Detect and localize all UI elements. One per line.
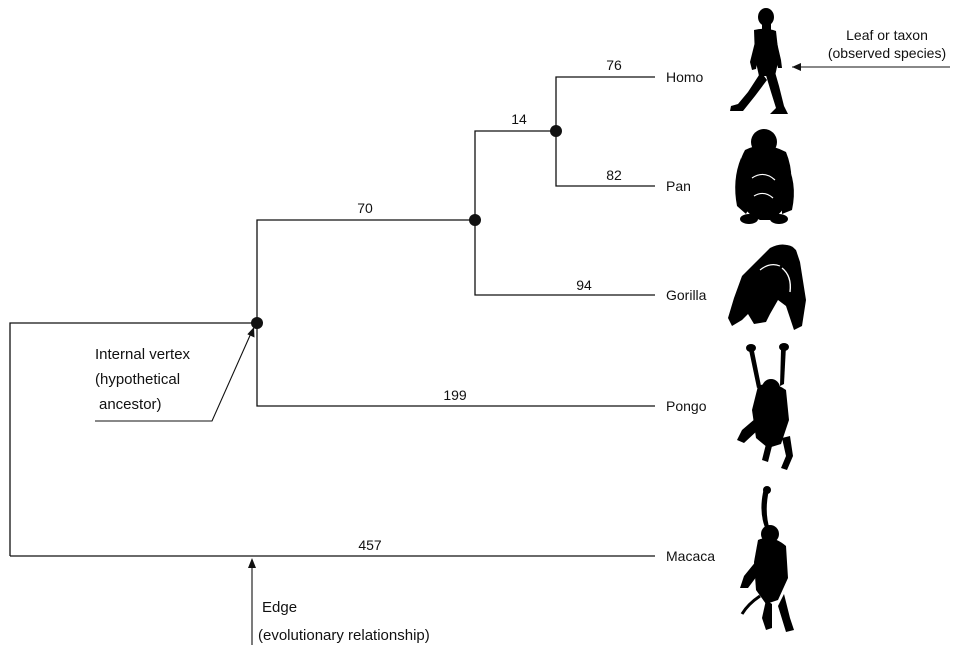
leaf-label-macaca: Macaca bbox=[666, 548, 715, 564]
leaf-labels: Homo Pan Gorilla Pongo Macaca bbox=[666, 69, 715, 564]
edge-african-ape-ancestor bbox=[257, 220, 475, 323]
edge-annotation-line-2: (evolutionary relationship) bbox=[258, 627, 430, 644]
edge-label-pan: 82 bbox=[606, 167, 622, 183]
internal-vertex-great-apes bbox=[251, 317, 263, 329]
edge-label-homo: 76 bbox=[606, 57, 622, 73]
macaque-hanging-icon bbox=[740, 486, 794, 632]
internal-vertex-annotation-line-1: Internal vertex bbox=[95, 346, 191, 363]
edge-label-homo-pan-ancestor: 14 bbox=[511, 111, 527, 127]
leaf-label-gorilla: Gorilla bbox=[666, 287, 707, 303]
internal-vertex-african-apes bbox=[469, 214, 481, 226]
leaf-annotation-line-1: Leaf or taxon bbox=[846, 27, 928, 43]
edge-gorilla bbox=[475, 220, 655, 295]
edge-homo bbox=[556, 77, 655, 131]
edge-label-gorilla: 94 bbox=[576, 277, 592, 293]
edge-label-macaca: 457 bbox=[358, 537, 382, 553]
orangutan-hanging-icon bbox=[737, 343, 793, 470]
internal-vertex-homo-pan bbox=[550, 125, 562, 137]
internal-vertex-annotation-arrowhead bbox=[247, 327, 254, 338]
edge-annotation-line-1: Edge bbox=[262, 599, 297, 616]
internal-vertices bbox=[251, 125, 562, 329]
edge-label-pongo: 199 bbox=[443, 387, 467, 403]
edge-annotation-arrowhead bbox=[248, 558, 256, 568]
edge-annotation: Edge (evolutionary relationship) bbox=[248, 558, 430, 645]
leaf-annotation-line-2: (observed species) bbox=[828, 45, 946, 61]
leaf-annotation-arrowhead bbox=[792, 63, 801, 71]
leaf-label-pongo: Pongo bbox=[666, 398, 707, 414]
leaf-annotation: Leaf or taxon (observed species) bbox=[792, 27, 950, 71]
internal-vertex-annotation-line-3: ancestor) bbox=[99, 396, 162, 413]
leaf-label-homo: Homo bbox=[666, 69, 704, 85]
edge-label-african-ape-ancestor: 70 bbox=[357, 200, 373, 216]
internal-vertex-annotation-line-2: (hypothetical bbox=[95, 371, 180, 388]
edge-homo-pan-ancestor bbox=[475, 131, 556, 220]
internal-vertex-annotation: Internal vertex (hypothetical ancestor) bbox=[95, 327, 255, 421]
tree-edges bbox=[10, 77, 655, 556]
gorilla-icon bbox=[728, 244, 806, 330]
chimpanzee-sitting-icon bbox=[735, 129, 794, 224]
human-walking-icon bbox=[730, 8, 788, 114]
leaf-label-pan: Pan bbox=[666, 178, 691, 194]
